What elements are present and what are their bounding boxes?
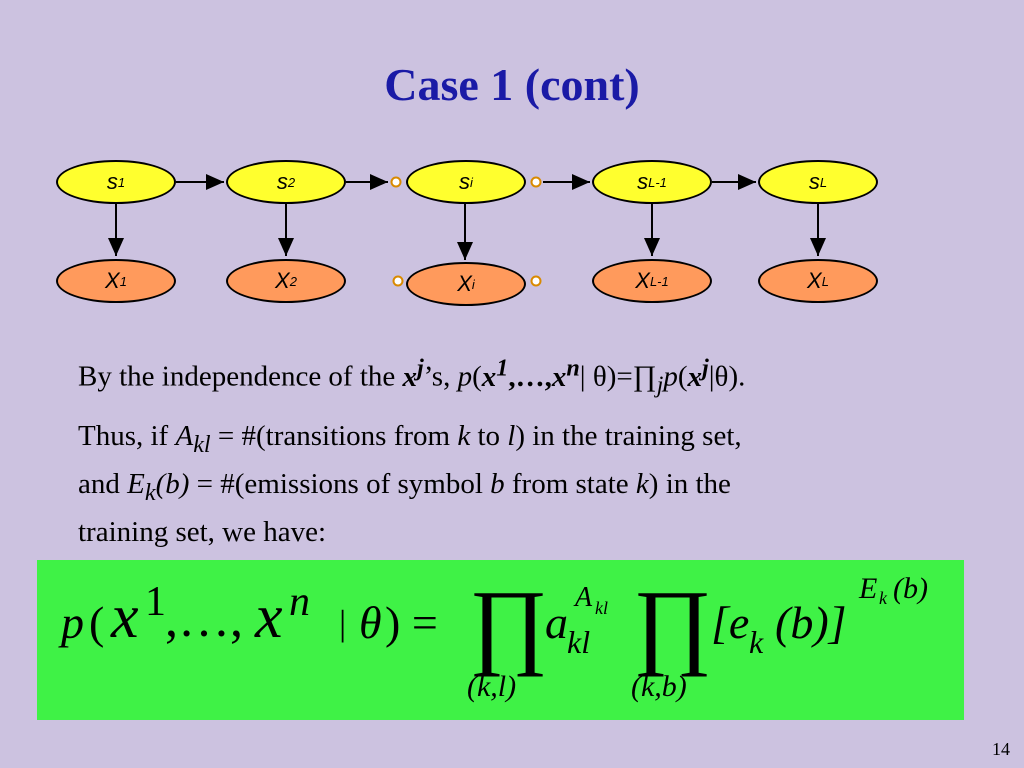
formula-exp-k: k xyxy=(879,588,887,608)
slide-title: Case 1 (cont) xyxy=(384,59,640,110)
formula-product-2: ∏ xyxy=(633,570,713,677)
formula-a-sup-A: A xyxy=(575,582,593,613)
formula-a-sup-A-kl: kl xyxy=(595,598,608,618)
paragraph-line-2: and Ek(b) = #(emissions of symbol b from… xyxy=(78,468,731,506)
paragraph-line-1: Thus, if Akl = #(transitions from k to l… xyxy=(78,420,742,458)
paragraph-line-3: training set, we have: xyxy=(78,516,327,548)
formula-sup-1: 1 xyxy=(145,579,166,625)
formula-theta: θ xyxy=(359,597,382,648)
ellipsis-dot xyxy=(392,275,404,287)
ellipsis-dot xyxy=(530,176,542,188)
formula-close-eq: ) = xyxy=(385,597,438,648)
formula-bracket-e: [e xyxy=(711,597,750,648)
likelihood-formula-box: p ( x 1 ,…, x n | θ ) = ∏ (k,l) a kl A k… xyxy=(37,560,964,720)
graph-edges xyxy=(108,174,826,287)
formula-xn: x xyxy=(255,583,283,651)
formula-product-1-index: (k,l) xyxy=(467,670,517,703)
formula-a: a xyxy=(545,597,568,648)
formula-e-sub-k: k xyxy=(749,624,764,660)
page-number: 14 xyxy=(992,739,1010,759)
formula-sup-n: n xyxy=(289,579,310,625)
formula-b-bracket: (b)] xyxy=(775,597,847,648)
independence-statement: By the independence of the xj’s, p(x1,…,… xyxy=(78,354,746,399)
formula-bar: | xyxy=(339,603,347,643)
ellipsis-dot xyxy=(390,176,402,188)
formula-x1: x xyxy=(111,583,139,651)
formula-open-paren: ( xyxy=(89,597,105,648)
formula-p: p xyxy=(61,597,84,648)
formula-exp-E: E xyxy=(859,572,878,605)
formula-dots: ,…, xyxy=(165,591,243,648)
formula-product-1: ∏ xyxy=(469,570,549,677)
formula-exp-b: (b) xyxy=(893,572,928,605)
ellipsis-dot xyxy=(530,275,542,287)
formula-product-2-index: (k,b) xyxy=(631,670,687,703)
formula-a-sub-kl: kl xyxy=(567,624,591,660)
